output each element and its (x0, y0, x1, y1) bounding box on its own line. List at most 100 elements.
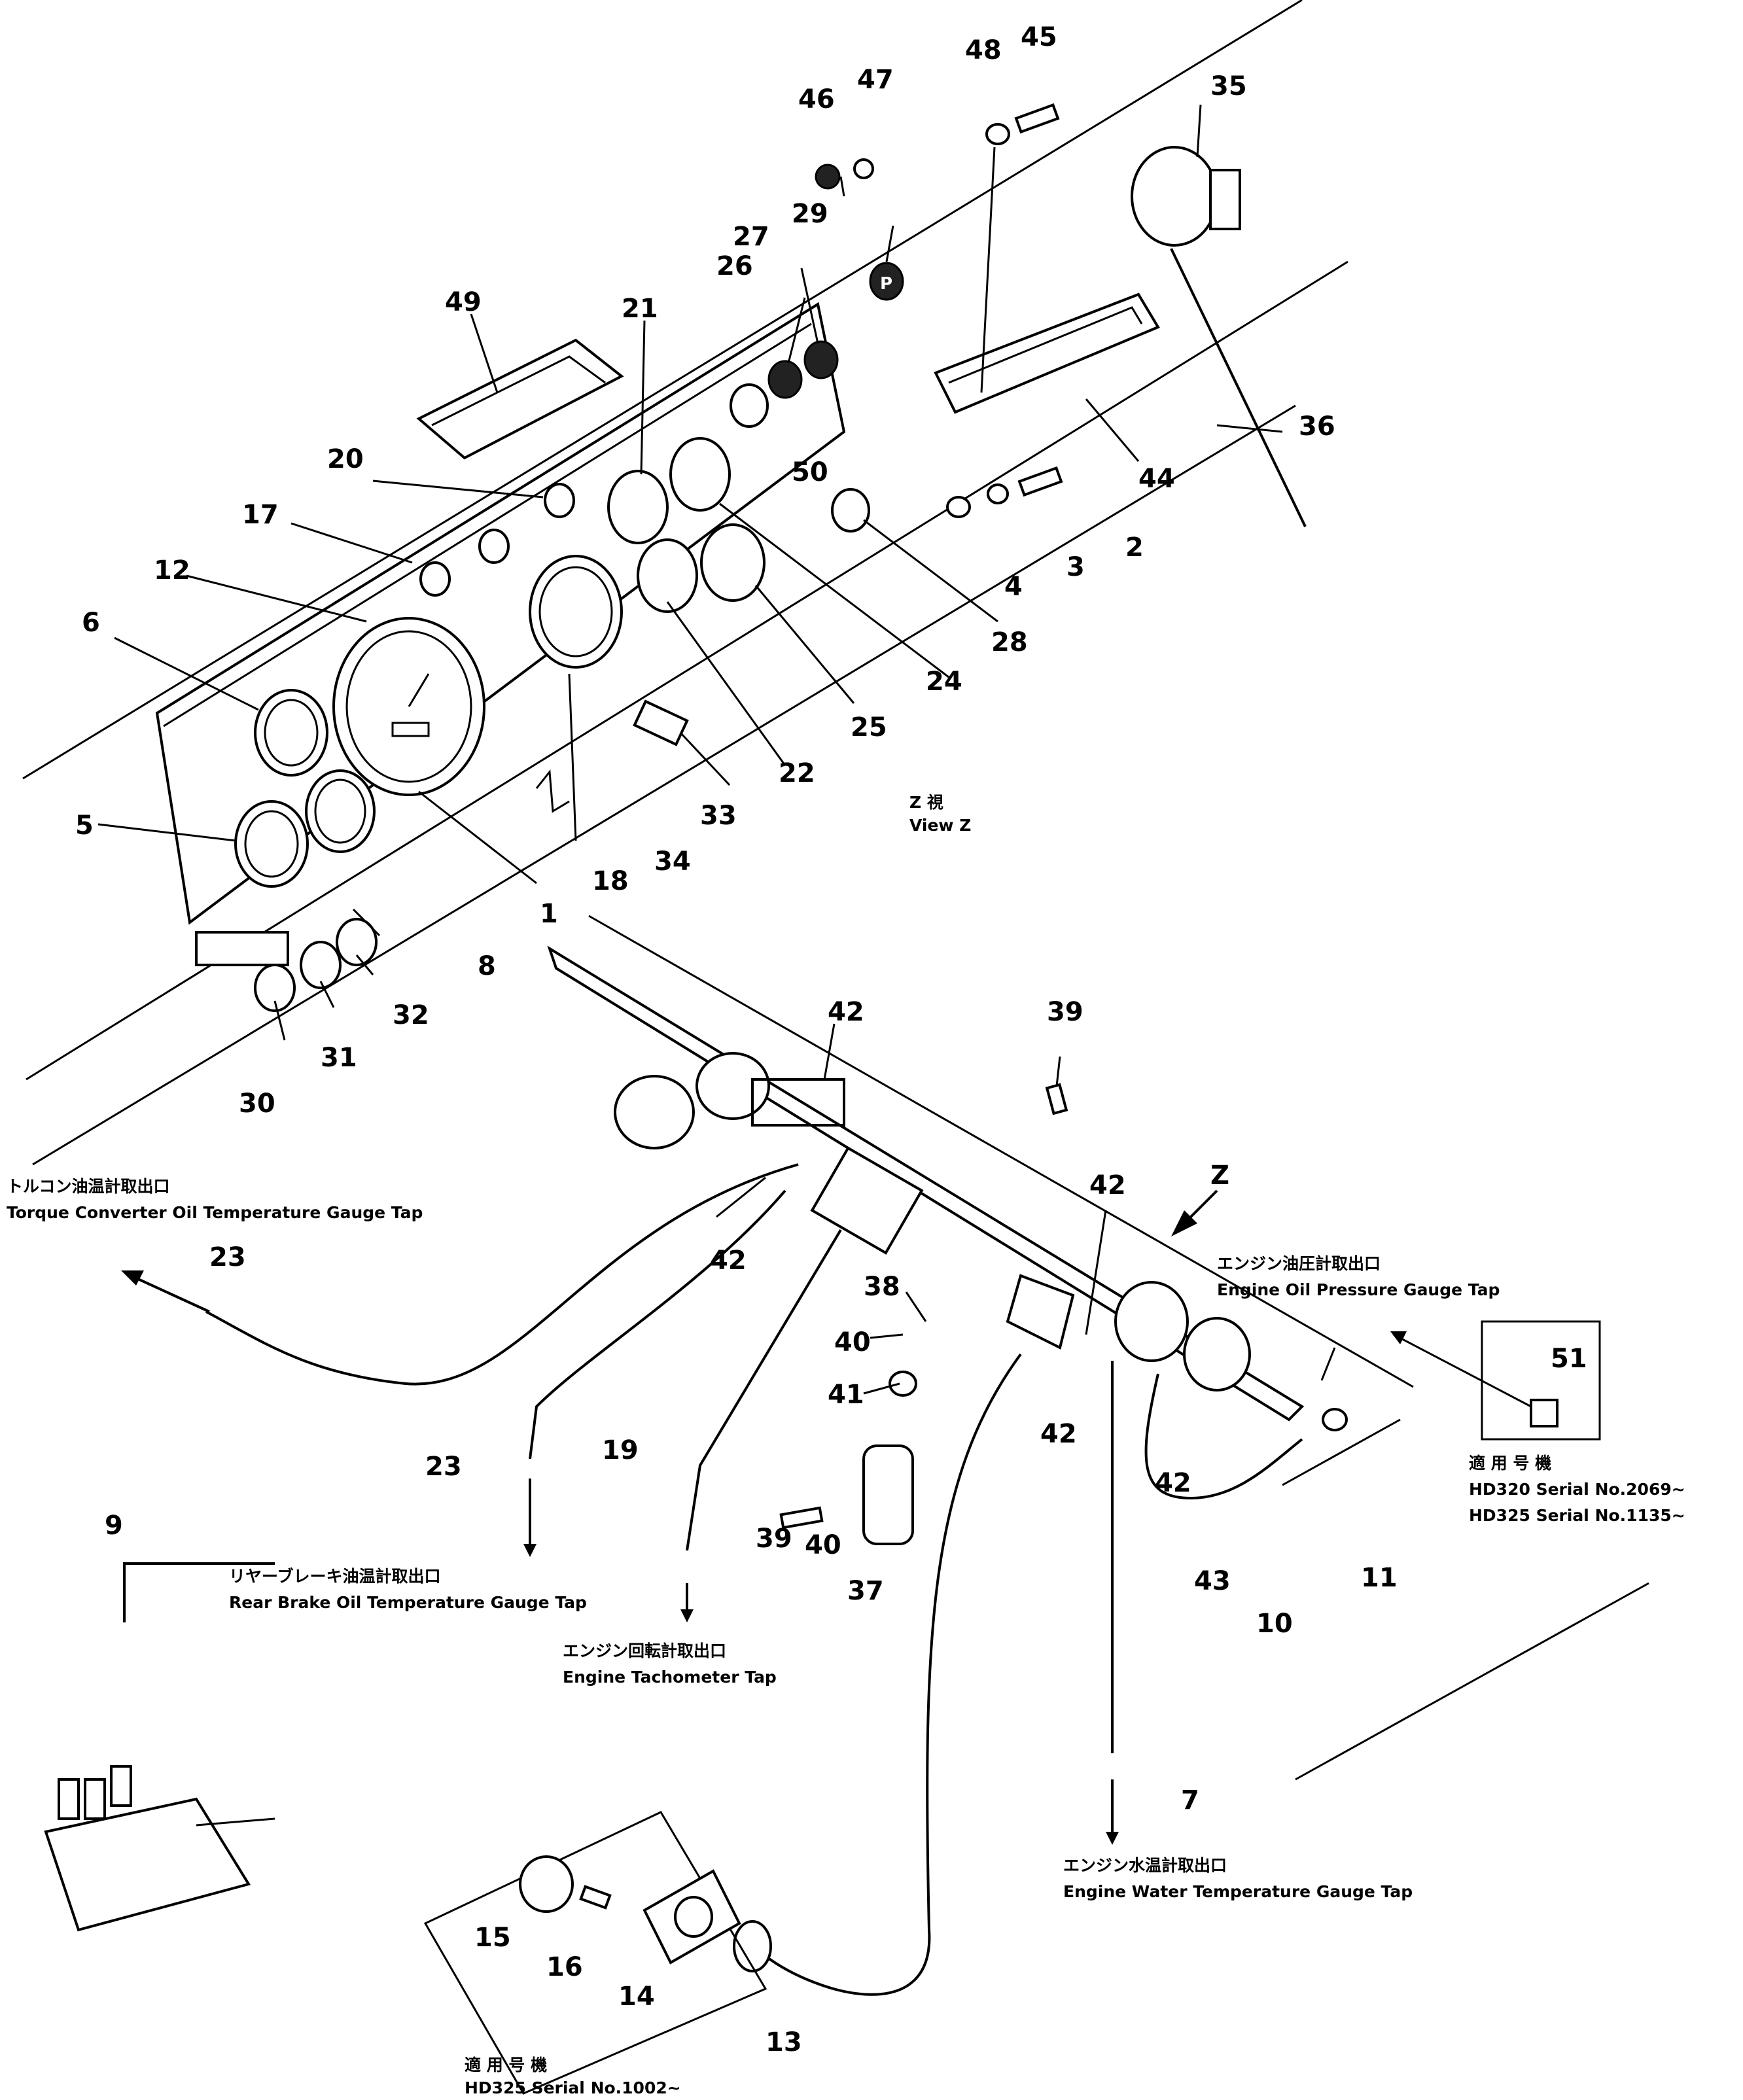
switch-28 (831, 488, 870, 533)
cable-10-oil-pressure (1144, 1373, 1348, 1500)
tacho-tap-en: Engine Tachometer Tap (563, 1668, 777, 1687)
callout-20: 20 (327, 444, 364, 474)
callout-36: 36 (1299, 411, 1335, 442)
callout-11: 11 (1361, 1563, 1398, 1593)
callout-1: 1 (540, 899, 558, 929)
gauge-6 (254, 689, 328, 777)
view-z-jp: Z 視 (909, 793, 943, 812)
cable-13 (733, 1353, 1022, 1996)
callout-25: 25 (851, 712, 887, 743)
tacho-tap-jp: エンジン回転計取出口 (563, 1641, 726, 1660)
callout-13: 13 (766, 2027, 802, 2057)
nut-41 (889, 1371, 917, 1397)
callout-5: 5 (75, 811, 94, 841)
callout-23a: 23 (209, 1242, 246, 1272)
callout-21: 21 (622, 294, 658, 324)
perspective-guide-lines (22, 0, 1649, 1781)
screw-39b (779, 1506, 824, 1530)
water-temp-tap-jp: エンジン水温計取出口 (1063, 1856, 1227, 1875)
callout-47: 47 (857, 65, 894, 95)
instrument-panel (155, 302, 846, 925)
callout-14: 14 (618, 1982, 655, 2012)
callout-31: 31 (321, 1043, 357, 1073)
callout-50: 50 (792, 457, 828, 487)
oil-press-tap-jp: エンジン油圧計取出口 (1217, 1254, 1381, 1273)
torque-tap-jp: トルコン油温計取出口 (7, 1177, 170, 1196)
screw-39a (1045, 1083, 1068, 1115)
callout-34: 34 (654, 847, 691, 877)
callout-39b: 39 (756, 1524, 792, 1554)
rear-brake-tap-en: Rear Brake Oil Temperature Gauge Tap (229, 1593, 587, 1612)
gauge-21 (607, 470, 669, 544)
switch-26 (767, 360, 803, 399)
applicable-serial-heading-1: 適 用 号 機 (1469, 1454, 1551, 1473)
callout-28: 28 (991, 627, 1028, 657)
callout-39a: 39 (1047, 997, 1083, 1027)
bolt-2-washers-3-4 (946, 466, 1063, 518)
callout-4: 4 (1004, 572, 1023, 602)
ashtray-49 (416, 338, 624, 460)
callout-10: 10 (1256, 1609, 1293, 1639)
indicator-light-17b (478, 529, 510, 564)
gauge-24 (669, 437, 731, 512)
knob-33-34 (633, 699, 689, 746)
callout-42b: 42 (710, 1246, 747, 1276)
callout-44: 44 (1138, 464, 1175, 494)
cable-36 (1170, 248, 1307, 527)
callout-22: 22 (779, 758, 815, 788)
indicator-light-20 (544, 483, 575, 518)
callout-41: 41 (828, 1380, 864, 1410)
callout-23b: 23 (425, 1452, 462, 1482)
torque-tap-en: Torque Converter Oil Temperature Gauge T… (7, 1203, 423, 1222)
callout-15: 15 (474, 1923, 511, 1953)
water-temp-tap-en: Engine Water Temperature Gauge Tap (1063, 1882, 1413, 1901)
serial-hd325-1002: HD325 Serial No.1002~ (465, 2078, 681, 2097)
cable-19-tachometer (680, 1229, 842, 1622)
heater-bracket-44 (934, 292, 1160, 414)
valve-assembly-9 (44, 1562, 275, 1932)
callout-3: 3 (1066, 552, 1085, 582)
applicable-serial-heading-2: 適 用 号 機 (465, 2056, 547, 2074)
callout-38: 38 (864, 1272, 900, 1302)
callout-49: 49 (445, 287, 482, 317)
callout-42a: 42 (828, 997, 864, 1027)
speedometer-gauge (332, 617, 485, 796)
serial-hd325-1135: HD325 Serial No.1135~ (1469, 1506, 1685, 1525)
gauge-25 (700, 523, 766, 602)
rear-brake-tap-jp: リヤーブレーキ油温計取出口 (229, 1567, 441, 1586)
callout-18: 18 (592, 866, 629, 896)
switch-27 (803, 340, 839, 379)
panel-rear-assembly (547, 945, 1305, 1422)
captions: Z 視 View Z Z トルコン油温計取出口 Torque Converter… (7, 793, 1685, 2097)
indicator-light-17a (419, 561, 451, 597)
callout-30: 30 (239, 1089, 275, 1119)
leader-lines (97, 104, 1336, 1395)
inset-box-14-16 (423, 1811, 767, 2095)
callout-8: 8 (478, 951, 496, 981)
gauge-8 (305, 769, 376, 853)
view-z-en: View Z (909, 816, 971, 835)
bolt-45-washers (815, 103, 1060, 190)
heater-35 (1131, 146, 1241, 247)
callout-37: 37 (847, 1576, 884, 1606)
callout-6: 6 (82, 608, 100, 638)
callout-45: 45 (1021, 22, 1057, 52)
plug-50 (730, 383, 769, 428)
callout-26: 26 (716, 251, 753, 281)
callout-43: 43 (1194, 1566, 1231, 1596)
tap-51-arrow (1390, 1320, 1601, 1441)
callout-40a: 40 (834, 1327, 871, 1357)
cable-23-torque (121, 1163, 799, 1386)
callout-42e: 42 (1155, 1468, 1191, 1498)
callout-numbers: 1 2 3 4 5 6 7 8 9 10 11 12 13 14 15 16 1… (75, 22, 1587, 2057)
z-arrow-label: Z (1210, 1161, 1229, 1191)
callout-29: 29 (792, 199, 828, 229)
callout-9: 9 (105, 1511, 123, 1541)
callout-12: 12 (154, 555, 190, 586)
gauge-22 (637, 538, 698, 613)
callout-16: 16 (546, 1952, 583, 1982)
callout-33: 33 (700, 801, 737, 831)
serial-hd320: HD320 Serial No.2069~ (1469, 1480, 1685, 1499)
cable-7-water-temp (1106, 1361, 1119, 1845)
